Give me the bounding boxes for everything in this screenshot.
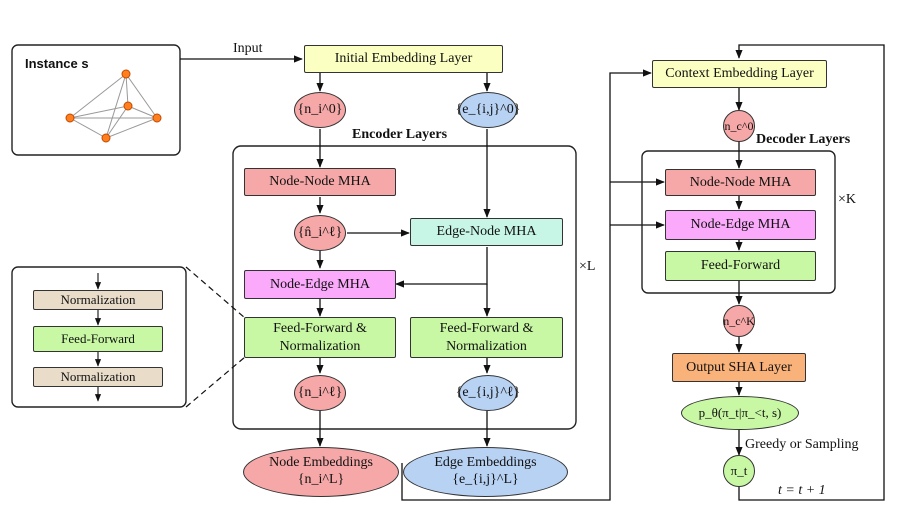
decoder-node-edge-mha: Node-Edge MHA <box>665 210 816 240</box>
ffn-norm-left-line2: Normalization <box>279 338 361 354</box>
encoder-title: Encoder Layers <box>352 127 448 142</box>
encoder-frame <box>232 145 577 430</box>
action-output-math: π_t <box>730 463 748 479</box>
context-node-embedding-math: n_c^0 <box>724 118 754 133</box>
detail-feed-forward: Feed-Forward <box>33 326 163 352</box>
ffn-norm-right-line1: Feed-Forward & <box>439 321 534 336</box>
node-init-embedding-math: {n_i^0} <box>297 101 343 117</box>
node-layer-output: {n_i^ℓ} <box>294 375 346 411</box>
decoder-title: Decoder Layers <box>756 132 851 147</box>
encoder-ffn-norm-left: Feed-Forward & Normalization <box>244 317 396 358</box>
policy-distribution-math: p_θ(π_t|π_<t, s) <box>698 405 782 421</box>
encoder-ffn-norm-right: Feed-Forward & Normalization <box>410 317 563 358</box>
decoder-node-node-mha: Node-Node MHA <box>665 169 816 196</box>
node-embeddings-label: Node Embeddings <box>269 455 373 471</box>
context-node-output: n_c^K <box>723 305 755 337</box>
encoder-repeat-label: ×L <box>579 259 596 274</box>
edge-layer-output-math: {e_{i,j}^ℓ} <box>455 384 521 400</box>
node-hat-embedding-math: {n̂_i^ℓ} <box>297 224 343 240</box>
output-sha-layer: Output SHA Layer <box>672 353 806 382</box>
node-init-embedding: {n_i^0} <box>294 92 346 128</box>
node-layer-output-math: {n_i^ℓ} <box>297 384 343 400</box>
node-embeddings-math: {n_i^L} <box>297 472 345 487</box>
action-output: π_t <box>723 455 755 487</box>
detail-normalization-top: Normalization <box>33 290 163 310</box>
edge-init-embedding: {e_{i,j}^0} <box>456 92 520 128</box>
ffn-norm-left-line1: Feed-Forward & <box>273 321 367 336</box>
sampling-label: Greedy or Sampling <box>745 437 859 452</box>
edge-layer-output: {e_{i,j}^ℓ} <box>456 375 520 411</box>
instance-label: Instance s <box>25 56 89 71</box>
decoder-repeat-label: ×K <box>838 192 857 207</box>
context-embedding-layer: Context Embedding Layer <box>652 60 827 88</box>
encoder-node-node-mha: Node-Node MHA <box>244 168 396 196</box>
edge-embeddings-label: Edge Embeddings <box>434 455 537 471</box>
instance-panel <box>11 44 181 156</box>
encoder-node-edge-mha: Node-Edge MHA <box>244 270 396 299</box>
edge-init-embedding-math: {e_{i,j}^0} <box>455 101 521 117</box>
loop-label: t = t + 1 <box>778 483 826 498</box>
context-node-embedding: n_c^0 <box>723 110 755 142</box>
context-node-output-math: n_c^K <box>723 313 755 328</box>
policy-distribution: p_θ(π_t|π_<t, s) <box>681 396 799 430</box>
instance-graph <box>69 73 158 139</box>
edge-embeddings-math: {e_{i,j}^L} <box>452 472 519 487</box>
initial-embedding-layer: Initial Embedding Layer <box>304 45 503 73</box>
node-embeddings: Node Embeddings {n_i^L} <box>243 447 399 497</box>
detail-normalization-bottom: Normalization <box>33 367 163 387</box>
ffn-norm-right-line2: Normalization <box>446 338 527 354</box>
edge-embeddings: Edge Embeddings {e_{i,j}^L} <box>403 447 568 497</box>
node-hat-embedding: {n̂_i^ℓ} <box>294 215 346 251</box>
decoder-feed-forward: Feed-Forward <box>665 251 816 281</box>
edge-node-mha: Edge-Node MHA <box>410 218 563 246</box>
instance-nodes <box>65 69 162 143</box>
input-label: Input <box>233 41 263 56</box>
